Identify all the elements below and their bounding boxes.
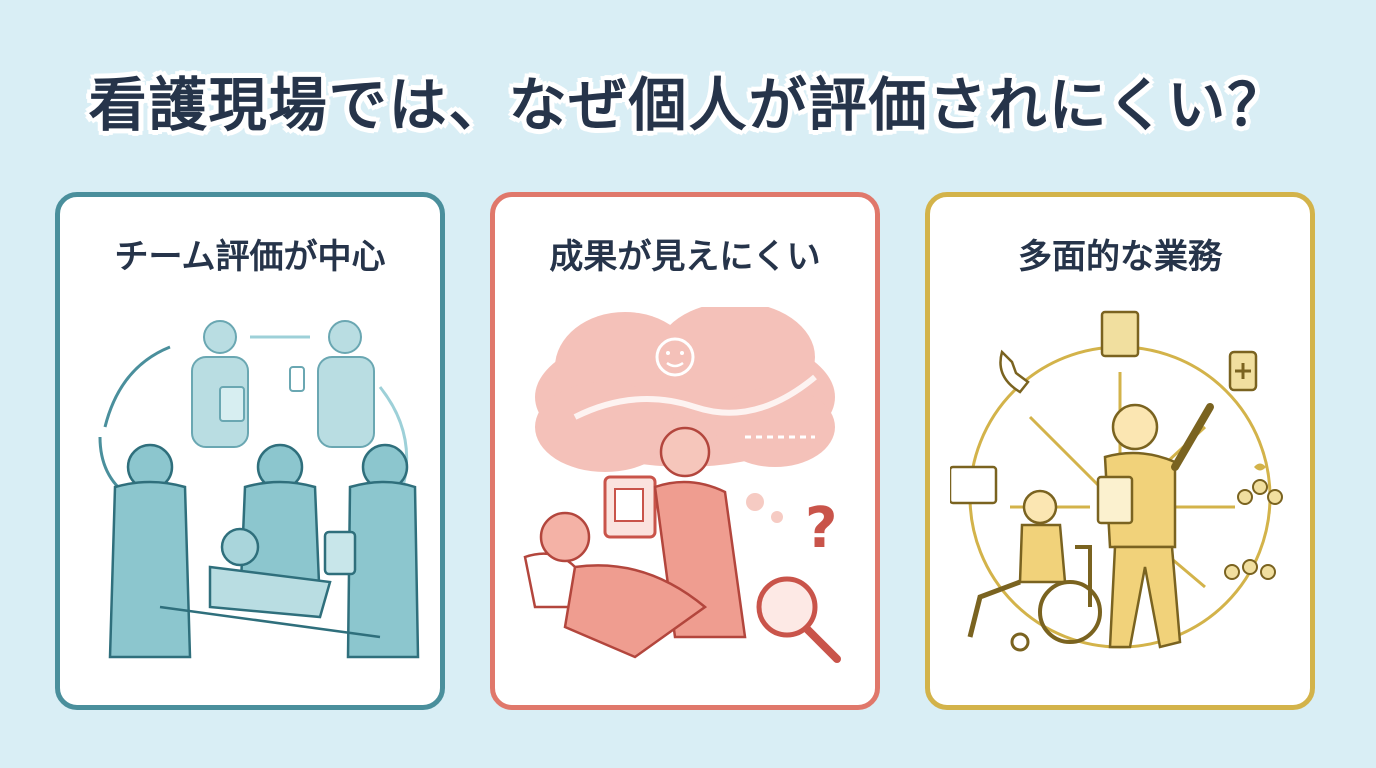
card-multifaceted-work: 多面的な業務 [925,192,1315,710]
card-title: チーム評価が中心 [114,237,386,277]
svg-text:?: ? [805,496,837,561]
card-title: 多面的な業務 [1018,237,1222,277]
nursing-team-icon [80,307,420,677]
multitask-nurse-icon [950,307,1290,677]
invisible-outcome-icon: ? [515,307,855,677]
card-title: 成果が見えにくい [549,237,821,277]
page-title: 看護現場では、なぜ個人が評価されにくい？ [88,71,1288,139]
card-team-evaluation: チーム評価が中心 [55,192,445,710]
card-invisible-outcome: 成果が見えにくい [490,192,880,710]
